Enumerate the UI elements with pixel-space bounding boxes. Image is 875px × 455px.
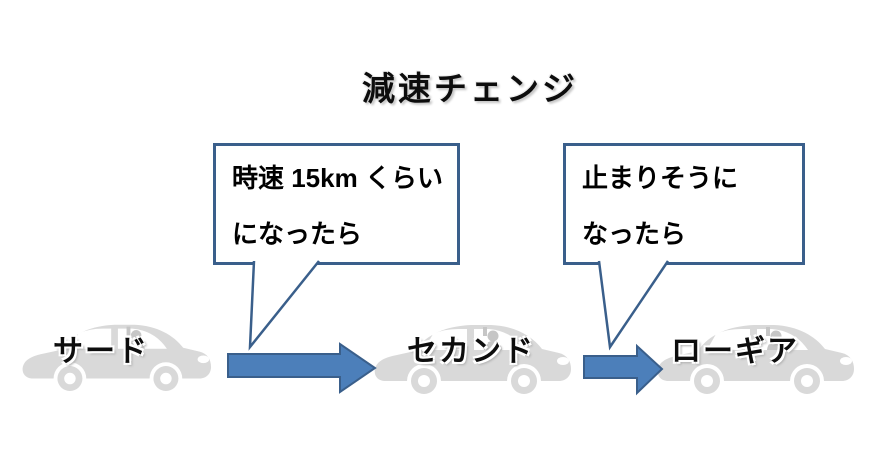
gear-label-third: サード [53,335,149,368]
callout-text-line: 時速 15km くらい [232,163,443,193]
callout-text-line: になったら [232,219,363,249]
gear-label-second: セカンド [407,335,535,368]
callout-tail-speed [248,260,320,351]
callout-text-line: 止まりそうに [582,163,739,193]
callout-text-line: なったら [582,219,687,249]
diagram-title: 減速チェンジ [362,70,578,107]
gear-label-low: ローギア [671,335,799,368]
callout-stop-bubble: 止まりそうに なったら [563,143,805,265]
arrow-third-to-second-icon [227,342,377,394]
callout-speed-bubble: 時速 15km くらい になったら [213,143,460,265]
